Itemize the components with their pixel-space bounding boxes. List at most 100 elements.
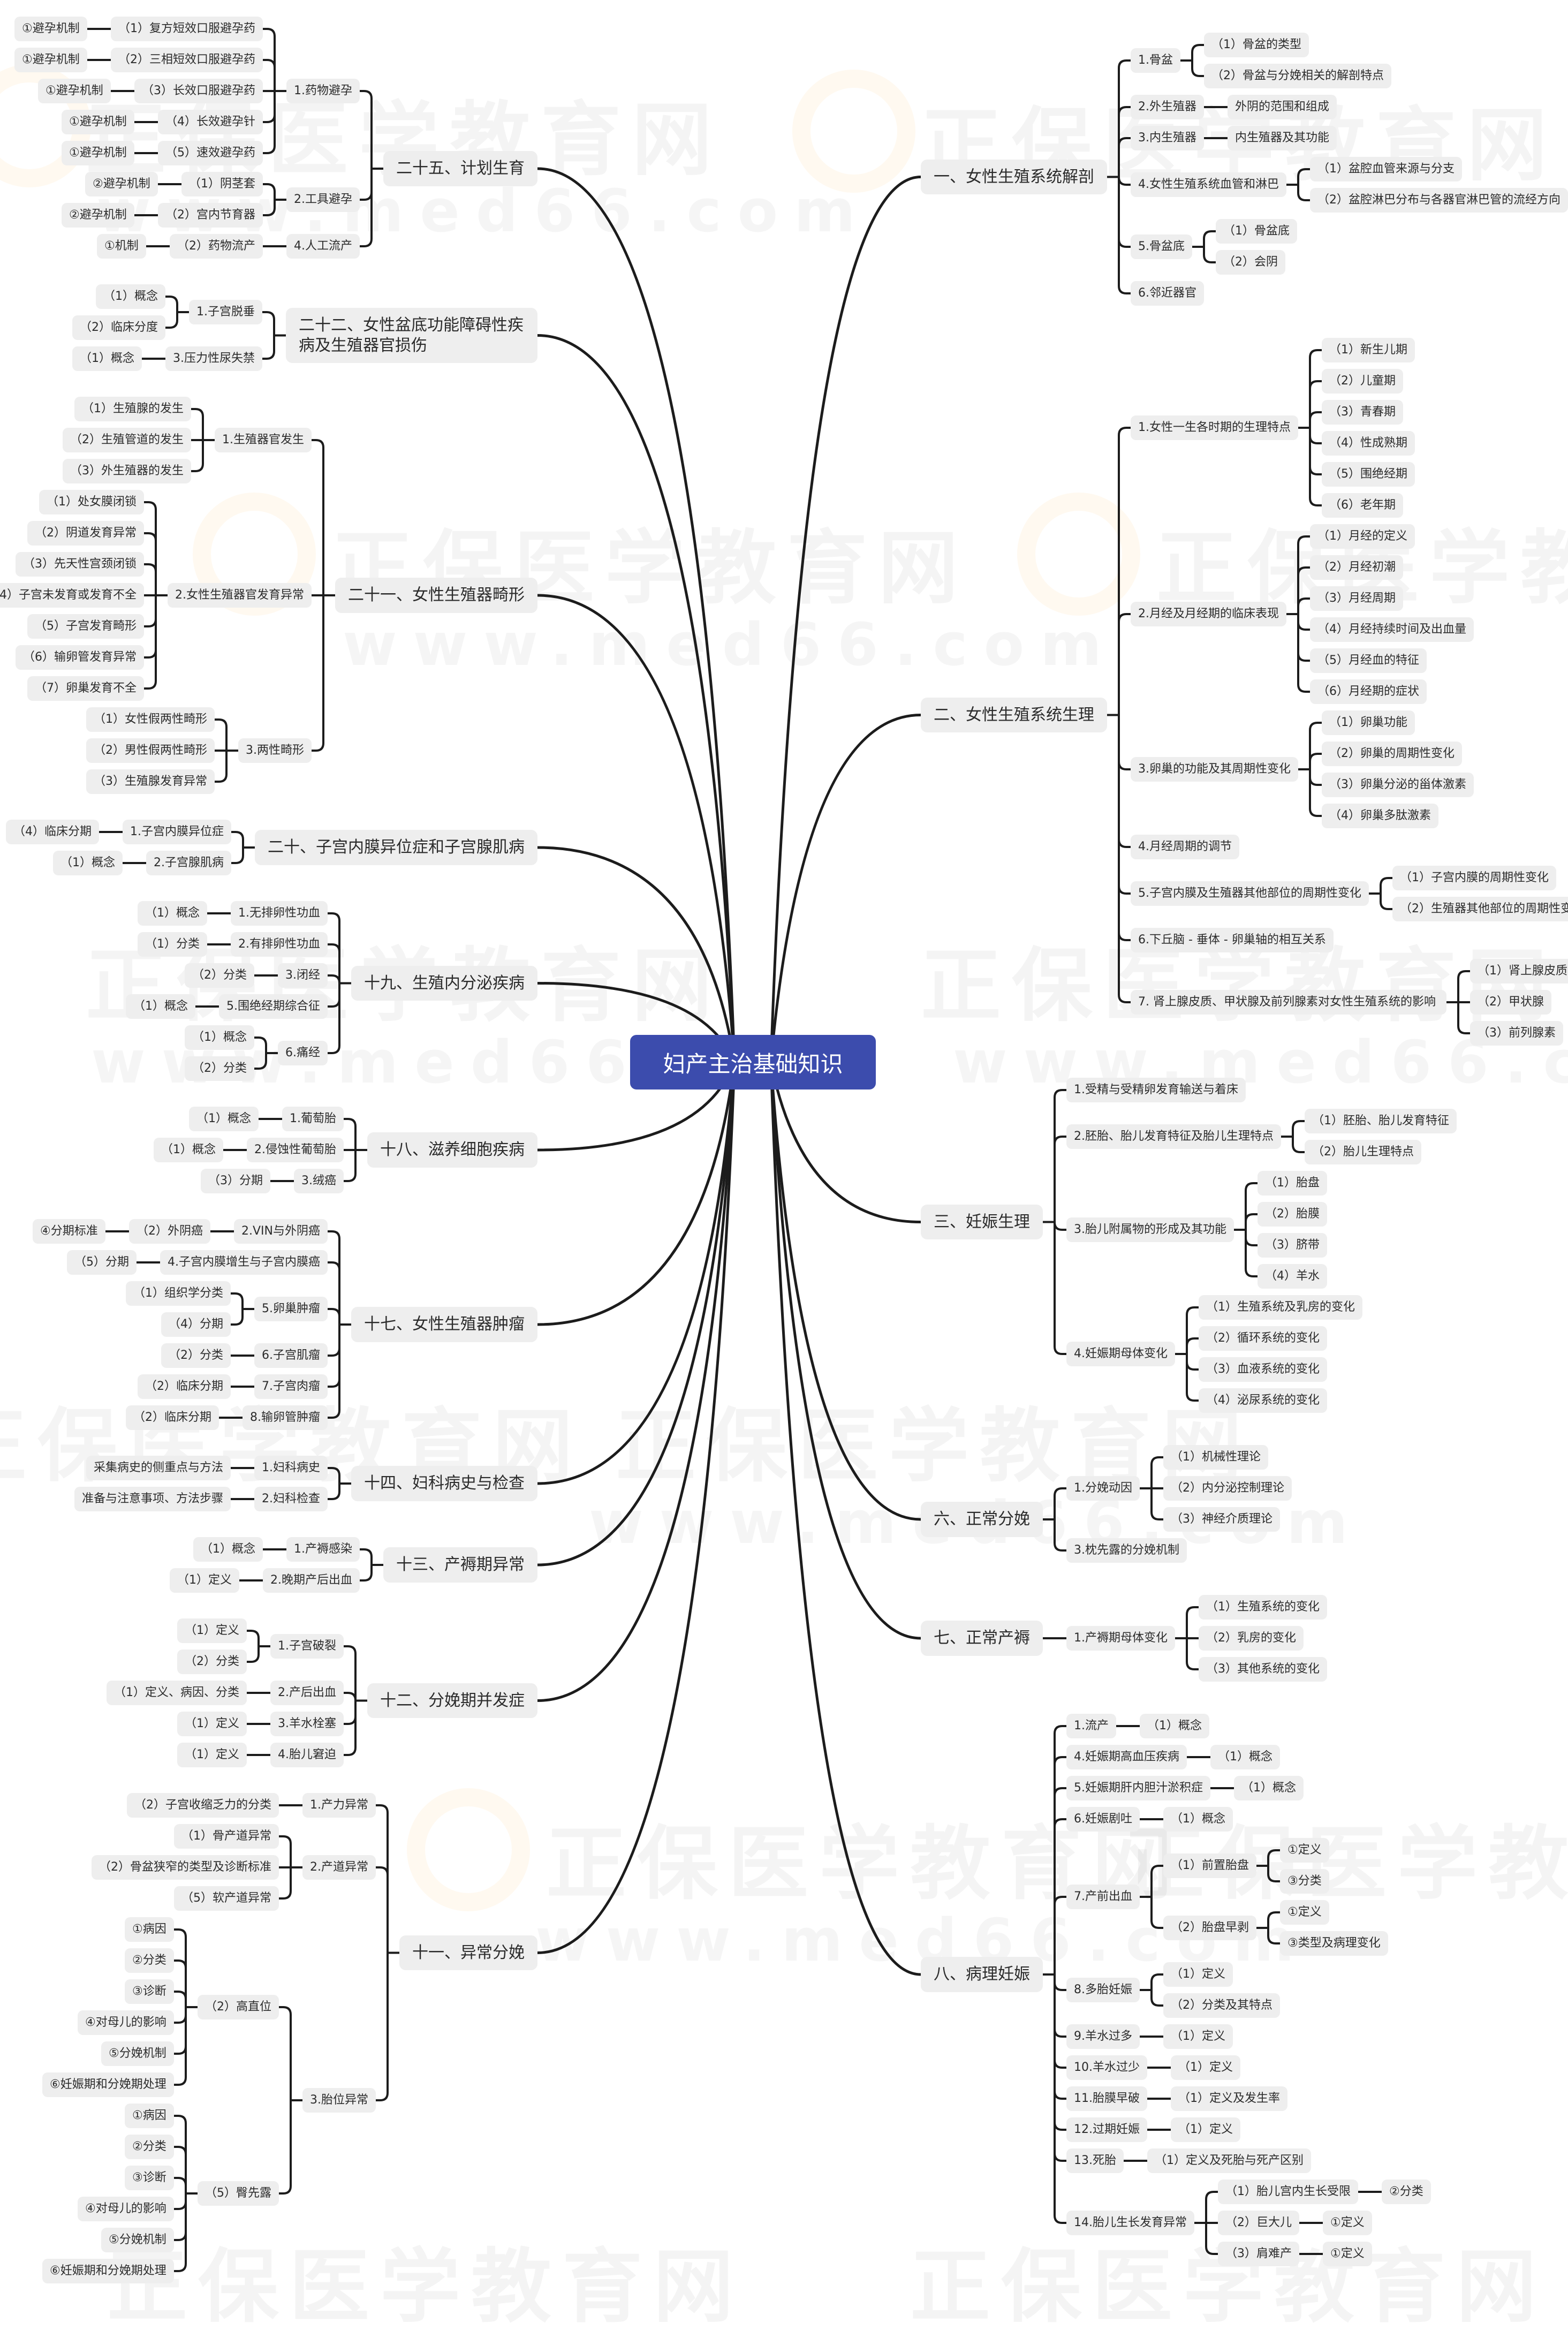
- leaf-topic[interactable]: （3）生殖腺发育异常: [86, 769, 215, 794]
- main-topic[interactable]: 八、病理妊娠: [921, 1957, 1043, 1992]
- leaf-topic[interactable]: （2）临床分期: [138, 1374, 231, 1399]
- subtopic[interactable]: 8.多胎妊娠: [1066, 1978, 1140, 2002]
- leaf-topic[interactable]: （4）卵巢多肽激素: [1322, 804, 1438, 828]
- leaf-topic[interactable]: ③诊断: [125, 1979, 174, 2004]
- leaf-topic[interactable]: （1）骨产道异常: [174, 1824, 279, 1849]
- main-topic[interactable]: 二十、子宫内膜异位症和子宫腺肌病: [255, 830, 537, 865]
- leaf-topic[interactable]: （2）盆腔淋巴分布与各器官淋巴管的流经方向: [1310, 188, 1568, 213]
- leaf-topic[interactable]: （1）处女膜闭锁: [39, 490, 144, 514]
- leaf-topic[interactable]: （1）概念: [189, 1107, 259, 1131]
- subtopic[interactable]: 12.过期妊娠: [1066, 2117, 1147, 2142]
- subtopic[interactable]: 5.卵巢肿瘤: [254, 1297, 328, 1321]
- subtopic[interactable]: （2）外阴癌: [129, 1219, 210, 1244]
- leaf-topic[interactable]: （3）脐带: [1258, 1233, 1327, 1258]
- leaf-topic[interactable]: ①避孕机制: [14, 17, 87, 41]
- subtopic[interactable]: 7.产前出血: [1066, 1885, 1140, 1909]
- leaf-topic[interactable]: （1）定义: [1171, 2117, 1240, 2142]
- leaf-topic[interactable]: （2）月经初潮: [1310, 555, 1403, 580]
- subtopic[interactable]: 3.闭经: [278, 963, 328, 988]
- subtopic[interactable]: 3.羊水栓塞: [270, 1712, 344, 1736]
- main-topic[interactable]: 二十一、女性生殖器畸形: [335, 578, 537, 613]
- leaf-topic[interactable]: 外阴的范围和组成: [1228, 95, 1337, 119]
- subtopic[interactable]: 1.流产: [1066, 1714, 1116, 1738]
- leaf-topic[interactable]: （2）分类: [177, 1650, 247, 1674]
- subtopic[interactable]: （5）速效避孕药: [158, 141, 263, 165]
- subtopic[interactable]: 1.药物避孕: [286, 79, 360, 103]
- leaf-topic[interactable]: （5）围绝经期: [1322, 462, 1415, 487]
- subtopic[interactable]: 2.月经及月经期的临床表现: [1131, 602, 1286, 626]
- leaf-topic[interactable]: （1）月经的定义: [1310, 524, 1415, 549]
- subtopic[interactable]: 2.工具避孕: [286, 187, 360, 212]
- subtopic[interactable]: 2.子宫腺肌病: [146, 851, 231, 875]
- leaf-topic[interactable]: （3）神经介质理论: [1163, 1507, 1280, 1532]
- subtopic[interactable]: 6.妊娠剧吐: [1066, 1807, 1140, 1832]
- leaf-topic[interactable]: （3）外生殖器的发生: [63, 459, 191, 483]
- subtopic[interactable]: 6.痛经: [278, 1041, 328, 1065]
- leaf-topic[interactable]: （1）生殖系统的变化: [1199, 1595, 1327, 1620]
- leaf-topic[interactable]: ④分期标准: [33, 1219, 105, 1244]
- leaf-topic[interactable]: （3）血液系统的变化: [1199, 1357, 1327, 1382]
- subtopic[interactable]: （2）药物流产: [170, 234, 263, 259]
- main-topic[interactable]: 十三、产褥期异常: [383, 1547, 537, 1583]
- leaf-topic[interactable]: ③类型及病理变化: [1280, 1931, 1388, 1956]
- leaf-topic[interactable]: （1）概念: [185, 1025, 254, 1050]
- leaf-topic[interactable]: （1）概念: [1210, 1745, 1280, 1769]
- leaf-topic[interactable]: （1）概念: [1140, 1714, 1209, 1738]
- subtopic[interactable]: 3.压力性尿失禁: [165, 346, 262, 371]
- leaf-topic[interactable]: （6）输卵管发育异常: [16, 645, 144, 670]
- leaf-topic[interactable]: （2）分类及其特点: [1163, 1993, 1280, 2018]
- central-topic[interactable]: 妇产主治基础知识: [630, 1035, 876, 1089]
- leaf-topic[interactable]: （2）骨盆与分娩相关的解剖特点: [1204, 64, 1391, 88]
- subtopic[interactable]: 13.死胎: [1066, 2148, 1124, 2173]
- subtopic[interactable]: 2.女性生殖器官发育异常: [168, 583, 312, 608]
- leaf-topic[interactable]: （2）阴道发育异常: [27, 521, 144, 546]
- leaf-topic[interactable]: （1）定义: [1171, 2055, 1240, 2080]
- leaf-topic[interactable]: ③分类: [1280, 1869, 1329, 1894]
- subtopic[interactable]: 2.胚胎、胎儿发育特征及胎儿生理特点: [1066, 1124, 1281, 1149]
- subtopic[interactable]: 1.女性一生各时期的生理特点: [1131, 415, 1298, 440]
- leaf-topic[interactable]: ①定义: [1323, 2211, 1372, 2235]
- leaf-topic[interactable]: 准备与注意事项、方法步骤: [74, 1487, 231, 1511]
- leaf-topic[interactable]: （1）概念: [138, 901, 207, 926]
- leaf-topic[interactable]: （2）乳房的变化: [1199, 1626, 1304, 1651]
- leaf-topic[interactable]: （1）概念: [1234, 1776, 1304, 1800]
- subtopic[interactable]: （1）前置胎盘: [1163, 1853, 1256, 1878]
- leaf-topic[interactable]: （2）分类: [161, 1343, 231, 1368]
- leaf-topic[interactable]: ②避孕机制: [85, 172, 158, 196]
- subtopic[interactable]: 2.外生殖器: [1131, 95, 1204, 119]
- leaf-topic[interactable]: （1）骨盆底: [1216, 219, 1297, 244]
- subtopic[interactable]: 4.妊娠期高血压疾病: [1066, 1745, 1187, 1769]
- leaf-topic[interactable]: （2）临床分期: [126, 1405, 219, 1430]
- leaf-topic[interactable]: （5）子宫发育畸形: [27, 614, 144, 639]
- subtopic[interactable]: 1.产褥感染: [286, 1537, 360, 1562]
- leaf-topic[interactable]: （1）生殖腺的发生: [74, 397, 191, 421]
- leaf-topic[interactable]: （3）分期: [201, 1169, 270, 1193]
- leaf-topic[interactable]: （1）定义: [1163, 1962, 1233, 1987]
- main-topic[interactable]: 二十二、女性盆底功能障碍性疾病及生殖器官损伤: [286, 308, 537, 363]
- leaf-topic[interactable]: （5）月经血的特征: [1310, 648, 1427, 673]
- subtopic[interactable]: 1.子宫内膜异位症: [123, 820, 231, 844]
- subtopic[interactable]: 3.绒癌: [294, 1169, 344, 1193]
- subtopic[interactable]: 5.围绝经期综合征: [219, 994, 328, 1019]
- main-topic[interactable]: 十一、异常分娩: [399, 1935, 537, 1970]
- subtopic[interactable]: 1.葡萄胎: [282, 1107, 344, 1131]
- leaf-topic[interactable]: 采集病史的侧重点与方法: [86, 1456, 231, 1480]
- leaf-topic[interactable]: （2）儿童期: [1322, 369, 1403, 394]
- subtopic[interactable]: （2）宫内节育器: [158, 203, 263, 228]
- main-topic[interactable]: 十二、分娩期并发症: [367, 1683, 537, 1718]
- leaf-topic[interactable]: （1）概念: [53, 851, 123, 875]
- subtopic[interactable]: 4.胎儿窘迫: [270, 1743, 344, 1767]
- subtopic[interactable]: 5.妊娠期肝内胆汁淤积症: [1066, 1776, 1210, 1800]
- leaf-topic[interactable]: 6.下丘脑 - 垂体 - 卵巢轴的相互关系: [1131, 928, 1334, 952]
- leaf-topic[interactable]: （4）子宫未发育或发育不全: [0, 583, 144, 608]
- leaf-topic[interactable]: ⑤分娩机制: [101, 2228, 174, 2252]
- subtopic[interactable]: 4.女性生殖系统血管和淋巴: [1131, 172, 1286, 197]
- subtopic[interactable]: 1.生殖器官发生: [215, 428, 312, 452]
- leaf-topic[interactable]: ①避孕机制: [14, 48, 87, 72]
- leaf-topic[interactable]: （1）定义及发生率: [1171, 2086, 1287, 2111]
- leaf-topic[interactable]: （6）月经期的症状: [1310, 679, 1427, 704]
- subtopic[interactable]: 1.子宫脱垂: [189, 300, 262, 324]
- subtopic[interactable]: 14.胎儿生长发育异常: [1066, 2211, 1194, 2235]
- leaf-topic[interactable]: ③诊断: [125, 2166, 174, 2190]
- leaf-topic[interactable]: ①避孕机制: [38, 79, 111, 103]
